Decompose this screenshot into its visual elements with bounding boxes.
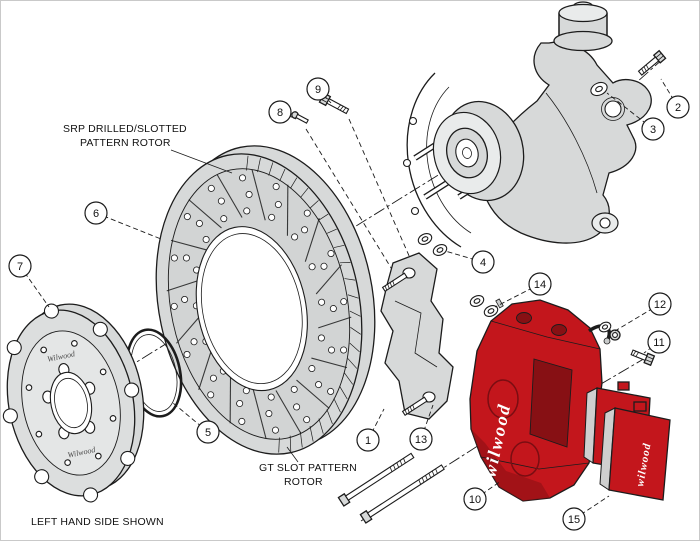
callout-6: 6 — [84, 201, 108, 225]
spindle-washers — [417, 233, 448, 256]
bracket-stud-lower — [401, 396, 428, 417]
svg-text:5: 5 — [205, 427, 211, 439]
fluid-fitting — [603, 337, 611, 345]
srp-label-line2: PATTERN ROTOR — [80, 137, 171, 149]
gt-label-line1: GT SLOT PATTERN — [259, 462, 357, 474]
side-note: LEFT HAND SIDE SHOWN — [31, 516, 164, 528]
svg-text:7: 7 — [17, 261, 23, 273]
callout-8: 8 — [268, 100, 292, 124]
callout-12: 12 — [648, 292, 672, 316]
knuckle-bolt-washer — [590, 81, 608, 97]
callout-14: 14 — [528, 272, 552, 296]
pad-retainer-washer — [598, 321, 612, 333]
pad-retainer-bolt — [630, 349, 656, 367]
rotor-hat-opening — [195, 226, 308, 392]
brake-caliper: wilwood — [469, 298, 611, 502]
steering-knuckle — [481, 1, 652, 244]
bleed-screw — [495, 298, 504, 309]
knuckle-bolt — [637, 49, 667, 76]
rotor-drill-pattern — [166, 169, 352, 439]
rotor-vanes — [246, 155, 361, 453]
svg-text:8: 8 — [277, 107, 283, 119]
callout-13: 13 — [409, 427, 433, 451]
svg-text:10: 10 — [469, 494, 481, 506]
callout-7: 7 — [8, 254, 32, 278]
gt-label-line2: ROTOR — [284, 476, 323, 488]
bracket-stud-upper — [381, 272, 408, 293]
dust-shield — [402, 72, 472, 248]
label-gt-rotor: GT SLOT PATTERN ROTOR — [259, 446, 357, 488]
svg-text:13: 13 — [415, 434, 427, 446]
srp-label-line1: SRP DRILLED/SLOTTED — [63, 123, 187, 135]
hub-assembly — [413, 100, 525, 202]
caliper-mount-bolt-a — [359, 464, 445, 524]
callout-2: 2 — [666, 95, 690, 119]
svg-text:3: 3 — [650, 124, 656, 136]
caliper-window — [529, 358, 573, 448]
callout-11: 11 — [647, 330, 671, 354]
svg-text:12: 12 — [654, 299, 666, 311]
pad-retainer-nut — [609, 329, 621, 341]
callout-1: 1 — [356, 428, 380, 452]
rotor-hat: Wilwood Wilwood — [2, 303, 145, 503]
svg-text:6: 6 — [93, 208, 99, 220]
knuckle-arm-hole — [604, 100, 622, 118]
svg-text:11: 11 — [653, 337, 664, 349]
callout-10: 10 — [463, 487, 487, 511]
caliper-bracket — [380, 252, 454, 420]
callout-5: 5 — [196, 420, 220, 444]
knuckle-upper-boss — [553, 1, 613, 52]
brake-pad-set: wilwood — [583, 381, 671, 501]
rotor — [155, 145, 376, 455]
caliper-shims — [469, 295, 499, 317]
callout-4: 4 — [471, 250, 495, 274]
svg-text:9: 9 — [315, 84, 321, 96]
callout-9: 9 — [306, 77, 330, 101]
bracket-pin — [291, 111, 309, 124]
svg-text:15: 15 — [568, 514, 580, 526]
svg-text:1: 1 — [365, 435, 371, 447]
callout-15: 15 — [562, 507, 586, 531]
brake-pad-front: wilwood — [599, 401, 671, 501]
svg-text:2: 2 — [675, 102, 681, 114]
callout-3: 3 — [641, 117, 665, 141]
svg-text:4: 4 — [480, 257, 486, 269]
label-srp-rotor: SRP DRILLED/SLOTTED PATTERN ROTOR — [63, 123, 233, 174]
svg-text:14: 14 — [534, 279, 546, 291]
caliper-mount-bolt-b — [337, 452, 415, 507]
